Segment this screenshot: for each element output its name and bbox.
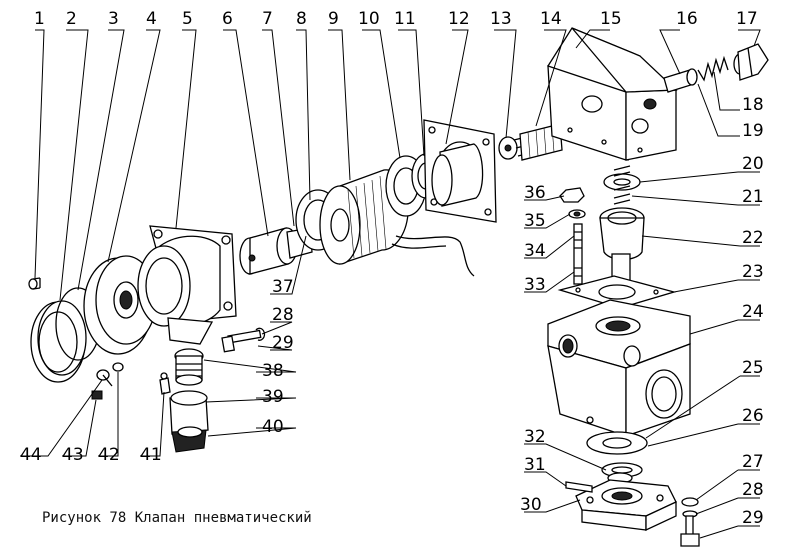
label-part-1: 1 — [34, 9, 45, 29]
label-part-18: 18 — [742, 95, 764, 115]
label-part-8: 8 — [296, 9, 307, 29]
label-part-28b: 28 — [742, 480, 764, 500]
screw-29-washer-28 — [221, 327, 266, 353]
body-flange-5 — [137, 225, 237, 345]
label-part-24: 24 — [742, 302, 764, 322]
figure-caption: Рисунок 78 Клапан пневматический — [42, 510, 312, 526]
label-part-27: 27 — [742, 452, 764, 472]
label-part-19: 19 — [742, 121, 764, 141]
label-part-38: 38 — [262, 361, 284, 381]
label-part-31: 31 — [524, 455, 546, 475]
label-part-28a: 28 — [272, 305, 294, 325]
valve-body-24 — [547, 299, 691, 437]
part-labels: 1 2 3 4 5 6 7 8 9 10 11 12 13 14 15 16 1… — [20, 9, 764, 528]
label-part-4: 4 — [146, 9, 157, 29]
label-part-32: 32 — [524, 427, 546, 447]
label-part-35: 35 — [524, 211, 546, 231]
screw-1 — [28, 277, 41, 290]
label-part-13: 13 — [490, 9, 512, 29]
label-part-12: 12 — [448, 9, 470, 29]
label-part-14: 14 — [540, 9, 562, 29]
label-part-21: 21 — [742, 187, 764, 207]
label-part-29b: 29 — [742, 508, 764, 528]
label-part-25: 25 — [742, 358, 764, 378]
label-part-22: 22 — [742, 228, 764, 248]
label-part-7: 7 — [262, 9, 273, 29]
label-part-37: 37 — [272, 277, 294, 297]
label-part-9: 9 — [328, 9, 339, 29]
label-part-33: 33 — [524, 275, 546, 295]
label-part-16: 16 — [676, 9, 698, 29]
label-part-39: 39 — [262, 387, 284, 407]
stud-33-36 — [559, 187, 586, 285]
cover-disc-assembly — [28, 255, 157, 383]
label-part-11: 11 — [394, 9, 416, 29]
label-part-40: 40 — [262, 417, 284, 437]
parts-20-22 — [599, 165, 645, 283]
label-part-20: 20 — [742, 154, 764, 174]
leader-lines — [20, 29, 761, 539]
bracket-15 — [547, 27, 678, 161]
label-part-34: 34 — [524, 241, 546, 261]
label-part-41: 41 — [140, 445, 162, 465]
label-part-10: 10 — [358, 9, 380, 29]
label-part-29a: 29 — [272, 333, 294, 353]
bottom-parts — [565, 431, 700, 547]
label-part-26: 26 — [742, 406, 764, 426]
label-part-30: 30 — [520, 495, 542, 515]
label-part-43: 43 — [62, 445, 84, 465]
label-part-3: 3 — [108, 9, 119, 29]
gasket-26 — [586, 431, 648, 455]
screw-assembly-16-19 — [663, 43, 769, 93]
label-part-2: 2 — [66, 9, 77, 29]
armature-6-7 — [239, 227, 313, 275]
label-part-44: 44 — [20, 445, 42, 465]
label-part-42: 42 — [98, 445, 120, 465]
label-part-6: 6 — [222, 9, 233, 29]
label-part-15: 15 — [600, 9, 622, 29]
plate-12 — [423, 119, 497, 223]
label-part-17: 17 — [736, 9, 758, 29]
small-fasteners — [91, 362, 171, 400]
label-part-5: 5 — [182, 9, 193, 29]
connector-assembly — [169, 348, 209, 453]
label-part-36: 36 — [524, 183, 546, 203]
label-part-23: 23 — [742, 262, 764, 282]
